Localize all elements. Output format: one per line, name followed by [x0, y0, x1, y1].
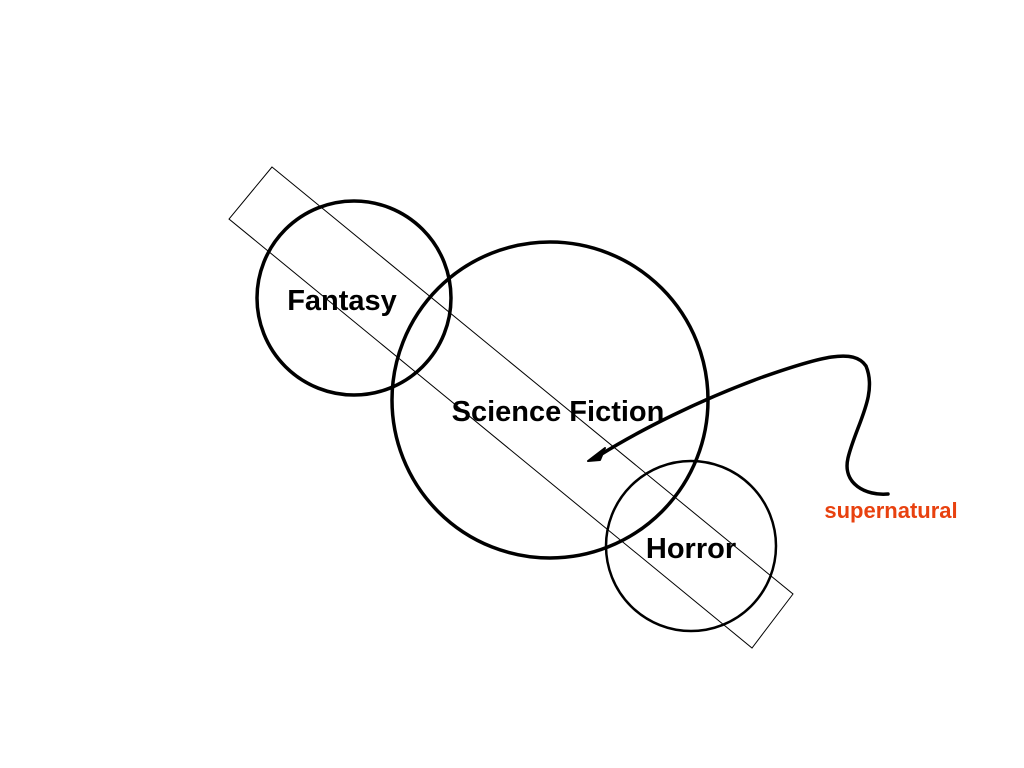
- supernatural-band: [228, 166, 794, 649]
- supernatural-label: supernatural: [824, 498, 957, 523]
- supernatural-arrow-line: [598, 354, 890, 496]
- horror-label: Horror: [646, 533, 736, 565]
- horror-circle: [604, 459, 778, 633]
- science-fiction-label: Science Fiction: [452, 396, 665, 428]
- supernatural-arrow-head: [587, 447, 606, 462]
- fantasy-label: Fantasy: [287, 285, 397, 317]
- fantasy-circle: [255, 199, 453, 397]
